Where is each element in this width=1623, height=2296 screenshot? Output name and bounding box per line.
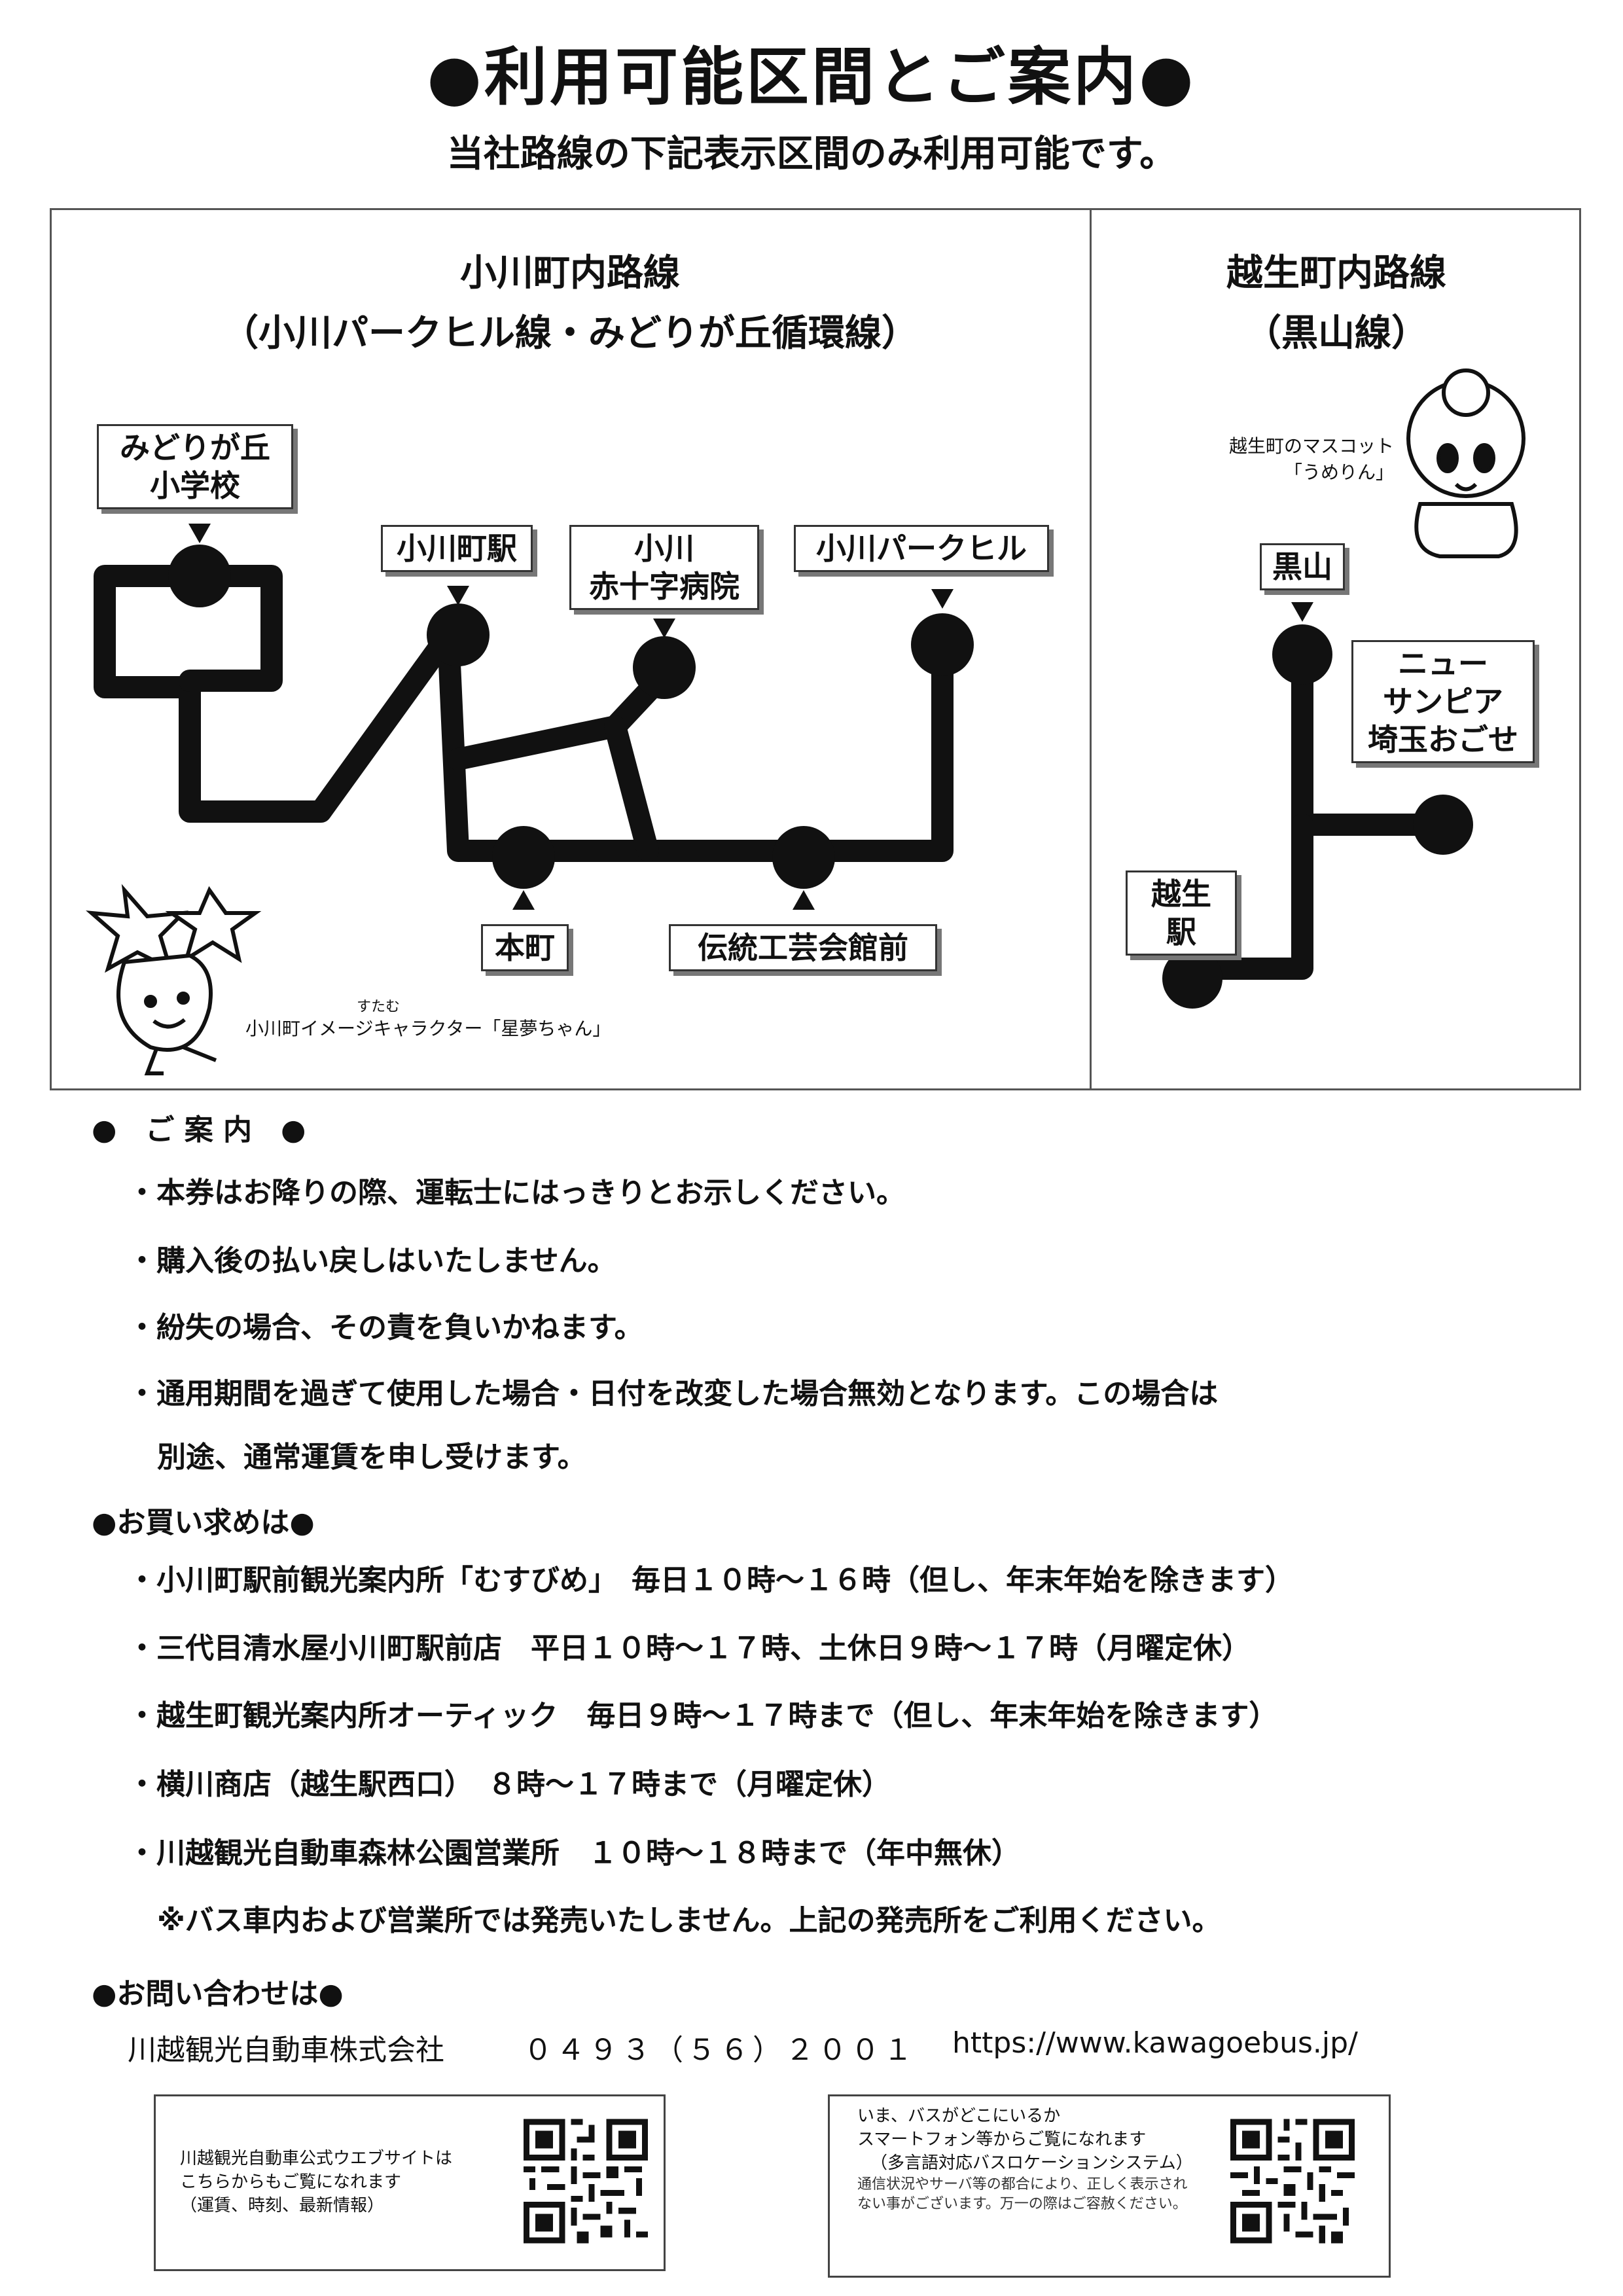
purchase-heading: ●お買い求めは● (92, 1506, 315, 1539)
qr-code-bus-location-icon[interactable] (1230, 2111, 1355, 2251)
stop-label-ogose-station: 越生駅 (1126, 870, 1237, 956)
route-map-frame (50, 208, 1581, 1090)
stop-dot-honcho (492, 826, 555, 889)
ogose-route-heading: 越生町内路線 （黒山線） (1092, 243, 1581, 364)
stop-label-kuroyama: 黒山 (1260, 543, 1345, 590)
ogawa-route-name: 小川町内路線 (460, 252, 680, 295)
guide-heading: ● ご 案 内 ● (92, 1113, 306, 1147)
stop-dot-park-hill (911, 613, 974, 676)
qr-box-bus-location (828, 2094, 1391, 2278)
contact-company: 川越観光自動車株式会社 (128, 2034, 444, 2067)
ogose-route-lines-graphic (1209, 643, 1454, 980)
qr-box-website (154, 2094, 666, 2271)
stop-label-red-cross: 小川 赤十字病院 (569, 525, 759, 610)
contact-heading: ●お問い合わせは● (92, 1977, 344, 2011)
stop-label-midorigaoka-line2: 小学校 (150, 468, 240, 503)
stop-label-ogawamachi-station: 小川町駅 (381, 525, 533, 572)
qr-bus-location-text: いま、バスがどこにいるか スマートフォン等からご覧になれます （多言語対応バスロ… (857, 2104, 1250, 2214)
stop-label-park-hill: 小川パークヒル (794, 525, 1049, 572)
ogose-route-name: 越生町内路線 (1226, 252, 1446, 295)
stop-label-red-cross-line1: 小川 (634, 531, 694, 566)
guide-item-1: ・本券はお降りの際、運転士にはっきりとお示しください。 (128, 1176, 905, 1210)
route-map-divider (1090, 208, 1092, 1090)
qr-bus-line4: 通信状況やサーバ等の都合により、正しく表示され (857, 2176, 1188, 2193)
stop-dot-midorigaoka (168, 545, 231, 607)
stop-dot-red-cross (633, 636, 696, 699)
purchase-item-1: ・小川町駅前観光案内所「むすびめ」 毎日１０時～１６時（但し、年末年始を除きます… (128, 1564, 1294, 1597)
qr-website-line1: 川越観光自動車公式ウエブサイトは (180, 2149, 453, 2168)
ogawa-route-lines-graphic (94, 565, 954, 862)
ogawa-route-heading: 小川町内路線 （小川パークヒル線・みどりが丘循環線） (50, 243, 1090, 364)
stop-dot-sunpia (1413, 795, 1473, 855)
stop-dot-ogose-station (1162, 948, 1222, 1009)
qr-website-line3: （運賃、時刻、最新情報） (180, 2196, 385, 2215)
stop-label-sunpia-line1: ニュー (1398, 646, 1488, 681)
qr-bus-line5: ない事がございます。万一の際はご容赦ください。 (857, 2196, 1187, 2212)
qr-code-website-icon[interactable] (524, 2111, 648, 2251)
purchase-item-3: ・越生町観光案内所オーティック 毎日９時～１７時まで（但し、年末年始を除きます） (128, 1699, 1278, 1732)
stop-dot-ogawamachi-station (427, 603, 490, 666)
purchase-note: ※バス車内および営業所では発売いたしません。上記の発売所をご利用ください。 (157, 1904, 1221, 1937)
umerin-mascot (1406, 368, 1525, 558)
page-subtitle: 当社路線の下記表示区間のみ利用可能です。 (446, 133, 1177, 175)
stop-dot-dento-kogei (772, 826, 835, 889)
hoshimu-chan-mascot (86, 884, 262, 1075)
qr-website-line2: こちらからもご覧になれます (180, 2172, 402, 2192)
stop-label-dento-kogei: 伝統工芸会館前 (669, 924, 937, 971)
guide-item-4-continued: 別途、通常運賃を申し受けます。 (157, 1441, 586, 1474)
contact-phone: ０４９３（５６）２００１ (524, 2034, 916, 2067)
qr-bus-line3: （多言語対応バスロケーションシステム） (870, 2153, 1193, 2173)
qr-website-text: 川越観光自動車公式ウエブサイトは こちらからもご覧になれます （運賃、時刻、最新… (180, 2147, 494, 2217)
stop-label-sunpia-line2: サンピア (1383, 684, 1503, 719)
qr-bus-line1: いま、バスがどこにいるか (857, 2106, 1061, 2126)
stop-label-midorigaoka: みどりが丘 小学校 (97, 424, 293, 509)
hoshimu-ruby: すたむ (357, 999, 401, 1015)
contact-url-link[interactable]: https://www.kawagoebus.jp/ (952, 2026, 1358, 2060)
purchase-item-5: ・川越観光自動車森林公園営業所 １０時～１８時まで（年中無休） (128, 1837, 1020, 1870)
hoshimu-caption: 小川町イメージキャラクター「星夢ちゃん」 (245, 1018, 611, 1039)
ogawa-route-lines: （小川パークヒル線・みどりが丘循環線） (222, 312, 918, 355)
guide-item-3: ・紛失の場合、その責を負いかねます。 (128, 1311, 643, 1344)
ogose-route-lines: （黒山線） (1245, 312, 1428, 355)
stop-label-sunpia: ニュー サンピア 埼玉おごせ (1351, 640, 1535, 763)
umerin-caption: 越生町のマスコット 「うめりん」 (1217, 432, 1394, 484)
purchase-item-4: ・横川商店（越生駅西口） ８時～１７時まで（月曜定休） (128, 1768, 891, 1801)
page-title: ●利用可能区間とご案内● (427, 41, 1196, 114)
stop-label-sunpia-line3: 埼玉おごせ (1368, 722, 1518, 757)
stop-label-honcho: 本町 (481, 924, 569, 971)
stop-label-midorigaoka-line1: みどりが丘 (120, 430, 270, 465)
stop-dot-kuroyama (1272, 624, 1332, 685)
qr-bus-line2: スマートフォン等からご覧になれます (857, 2130, 1147, 2149)
umerin-caption-line1: 越生町のマスコット (1228, 435, 1394, 457)
guide-item-2: ・購入後の払い戻しはいたしません。 (128, 1244, 616, 1278)
guide-item-4: ・通用期間を過ぎて使用した場合・日付を改変した場合無効となります。この場合は (128, 1377, 1219, 1410)
stop-label-red-cross-line2: 赤十字病院 (589, 569, 740, 604)
umerin-caption-line2: 「うめりん」 (1283, 461, 1394, 483)
purchase-item-2: ・三代目清水屋小川町駅前店 平日１０時～１７時、土休日９時～１７時（月曜定休） (128, 1632, 1251, 1665)
